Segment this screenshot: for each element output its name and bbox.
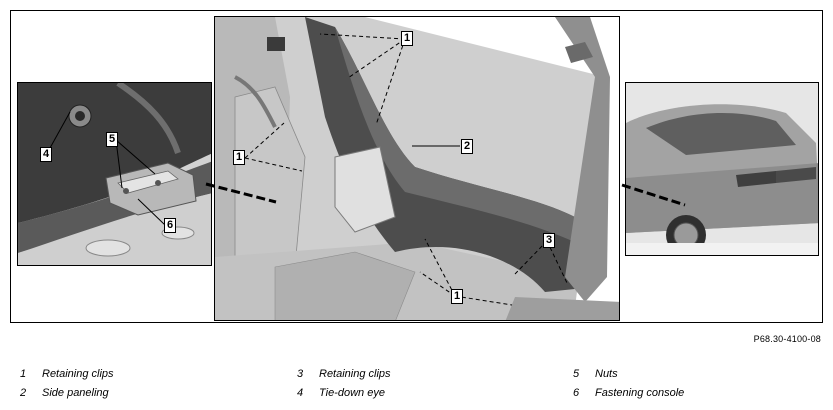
callout-4: 4 [40, 147, 53, 162]
inset-tie-down-eye [17, 82, 212, 266]
legend-item-2: 2 Side paneling [20, 387, 109, 399]
main-view-illustration [215, 17, 619, 320]
legend-item-5: 5 Nuts [573, 368, 618, 380]
callout-1-bottom: 1 [451, 289, 464, 304]
legend-number: 5 [573, 368, 580, 380]
legend: 1 Retaining clips 2 Side paneling 3 Retaini… [0, 364, 833, 404]
legend-number: 2 [20, 387, 27, 399]
inset-vehicle-overview [625, 82, 819, 256]
legend-text: Nuts [595, 368, 618, 380]
callout-3: 3 [543, 233, 556, 248]
callout-2: 2 [461, 139, 474, 154]
inset-right-illustration [626, 83, 818, 255]
legend-text: Fastening console [595, 387, 685, 399]
legend-text: Tie-down eye [319, 387, 385, 399]
legend-item-3: 3 Retaining clips [297, 368, 391, 380]
legend-text: Retaining clips [42, 368, 114, 380]
callout-5: 5 [106, 132, 119, 147]
legend-number: 4 [297, 387, 304, 399]
inset-left-illustration [18, 83, 211, 265]
legend-item-4: 4 Tie-down eye [297, 387, 385, 399]
reference-code: P68.30-4100-08 [753, 334, 821, 344]
callout-1-left: 1 [233, 150, 246, 165]
legend-number: 1 [20, 368, 27, 380]
figure-frame [10, 10, 823, 323]
main-view-side-paneling [214, 16, 620, 321]
legend-item-6: 6 Fastening console [573, 387, 684, 399]
legend-text: Side paneling [42, 387, 109, 399]
legend-number: 6 [573, 387, 580, 399]
callout-6: 6 [164, 218, 177, 233]
callout-1-top: 1 [401, 31, 414, 46]
legend-text: Retaining clips [319, 368, 391, 380]
legend-number: 3 [297, 368, 304, 380]
legend-item-1: 1 Retaining clips [20, 368, 114, 380]
